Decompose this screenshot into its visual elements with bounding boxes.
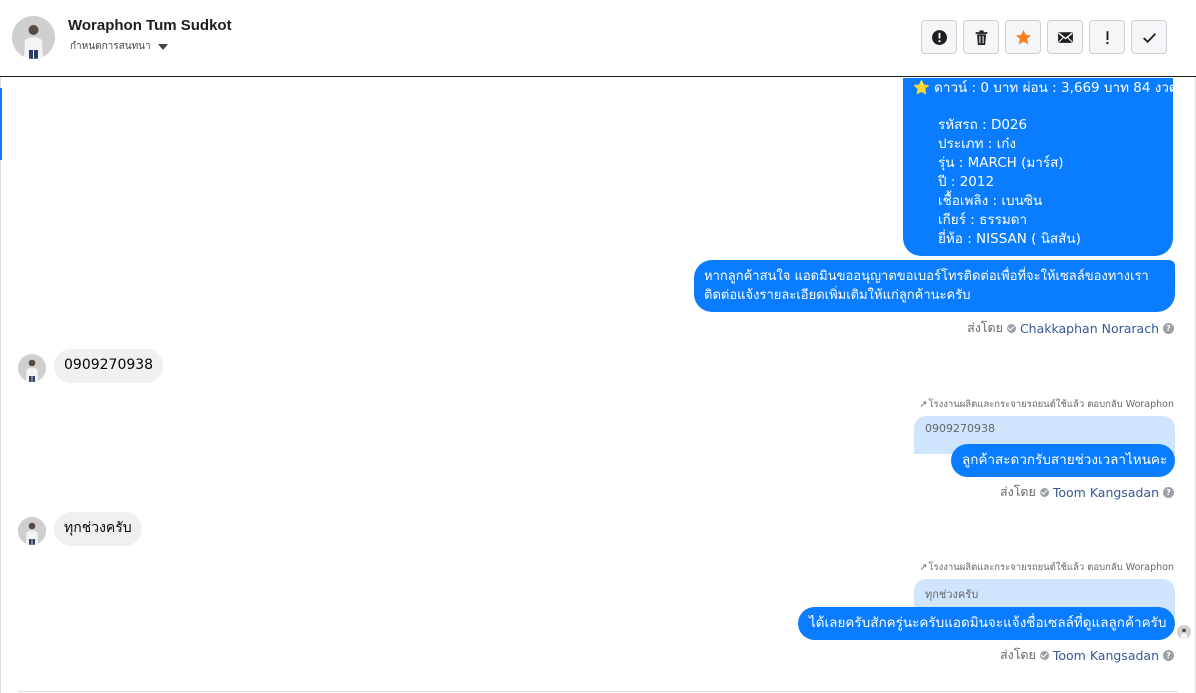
person-photo-icon [1177, 626, 1191, 639]
person-photo-icon [18, 354, 46, 382]
alert-circle-icon [931, 29, 947, 45]
sent-by-info: ส่งโดย Chakkaphan Norarach ? [967, 318, 1174, 338]
car-info-message[interactable]: ⭐ ดาวน์ : 0 บาท ผ่อน : 3,669 บาท 84 งวด … [903, 78, 1178, 256]
conversation-header: Woraphon Tum Sudkot กำหนดการสนทนา [0, 0, 1196, 77]
sent-by-label: ส่งโดย [999, 484, 1036, 499]
window-frame-left [0, 0, 1, 693]
report-button[interactable] [921, 20, 957, 54]
message-line: เกียร์ : ธรรมดา [938, 212, 1028, 228]
seen-avatar [1177, 625, 1191, 639]
message-line: ติดต่อแจ้งรายละเอียดเพิ่มเติมให้แก่ลูกค้… [704, 288, 971, 303]
conversation-status-label: กำหนดการสนทนา [70, 41, 151, 52]
message-line: ปี : 2012 [938, 174, 995, 190]
reply-confirm-message[interactable]: ได้เลยครับสักครู่นะครับแอดมินจะแจ้งชื่อเ… [798, 607, 1175, 640]
person-photo-icon [12, 16, 55, 59]
message-line: เชื้อเพลิง : เบนซิน [938, 193, 1043, 209]
customer-anytime-message[interactable]: ทุกช่วงครับ [54, 512, 142, 546]
help-icon[interactable]: ? [1163, 322, 1174, 334]
done-button[interactable] [1131, 20, 1167, 54]
help-icon[interactable]: ? [1163, 649, 1174, 661]
trash-icon [975, 29, 987, 45]
message-line: ประเภท : เก๋ง [938, 136, 1016, 152]
agent-name-link[interactable]: Toom Kangsadan [1052, 484, 1159, 500]
exclamation-icon [1105, 30, 1109, 44]
sent-by-info: ส่งโดย Toom Kangsadan ? [1000, 645, 1174, 665]
conversation-status-dropdown[interactable]: กำหนดการสนทนา [70, 39, 168, 54]
request-phone-message[interactable]: หากลูกค้าสนใจ แอดมินขออนุญาตขอเบอร์โทรติ… [694, 260, 1175, 312]
sent-by-info: ส่งโดย Toom Kangsadan ? [1000, 482, 1174, 502]
caret-down-icon [157, 43, 168, 50]
scroll-indicator [0, 88, 2, 160]
customer-avatar[interactable] [18, 354, 46, 382]
delete-button[interactable] [963, 20, 999, 54]
contact-name[interactable]: Woraphon Tum Sudkot [68, 17, 232, 34]
customer-avatar[interactable] [18, 517, 46, 545]
reply-to-text: โรงงานผลิตและกระจายรถยนต์ใช้แล้ว ตอบกลับ… [928, 562, 1174, 573]
agent-name-link[interactable]: Chakkaphan Norarach [1019, 320, 1159, 336]
composer-divider [18, 691, 1178, 692]
message-line: รุ่น : MARCH (มาร์ส) [938, 155, 1064, 171]
reply-to-text: โรงงานผลิตและกระจายรถยนต์ใช้แล้ว ตอบกลับ… [928, 399, 1174, 410]
reply-time-message[interactable]: ลูกค้าสะดวกรับสายช่วงเวลาไหนคะ [951, 444, 1175, 477]
header-toolbar [921, 20, 1167, 54]
help-icon[interactable]: ? [1163, 486, 1174, 498]
check-icon [1142, 32, 1156, 43]
reply-arrow-icon: ↗ [919, 562, 928, 573]
message-line: หากลูกค้าสนใจ แอดมินขออนุญาตขอเบอร์โทรติ… [704, 269, 1149, 284]
reply-to-label: ↗ โรงงานผลิตและกระจายรถยนต์ใช้แล้ว ตอบกล… [919, 560, 1174, 575]
star-button[interactable] [1005, 20, 1041, 54]
message-line: ⭐ ดาวน์ : 0 บาท ผ่อน : 3,669 บาท 84 งวด [913, 80, 1178, 96]
person-photo-icon [18, 517, 46, 545]
customer-phone-message[interactable]: 0909270938 [54, 349, 164, 383]
contact-avatar[interactable] [12, 16, 55, 59]
verified-icon [1039, 487, 1049, 497]
reply-to-label: ↗ โรงงานผลิตและกระจายรถยนต์ใช้แล้ว ตอบกล… [919, 397, 1174, 412]
verified-icon [1039, 650, 1049, 660]
reply-arrow-icon: ↗ [919, 399, 928, 410]
sent-by-label: ส่งโดย [999, 647, 1036, 662]
mark-unread-button[interactable] [1047, 20, 1083, 54]
verified-icon [1006, 323, 1016, 333]
star-icon [1015, 29, 1031, 45]
envelope-icon [1057, 31, 1073, 43]
message-line: รหัสรถ : D026 [938, 117, 1028, 133]
agent-name-link[interactable]: Toom Kangsadan [1052, 647, 1159, 663]
important-button[interactable] [1089, 20, 1125, 54]
sent-by-label: ส่งโดย [967, 320, 1003, 335]
message-line: ยี่ห้อ : NISSAN ( นิสสัน) [938, 231, 1081, 247]
